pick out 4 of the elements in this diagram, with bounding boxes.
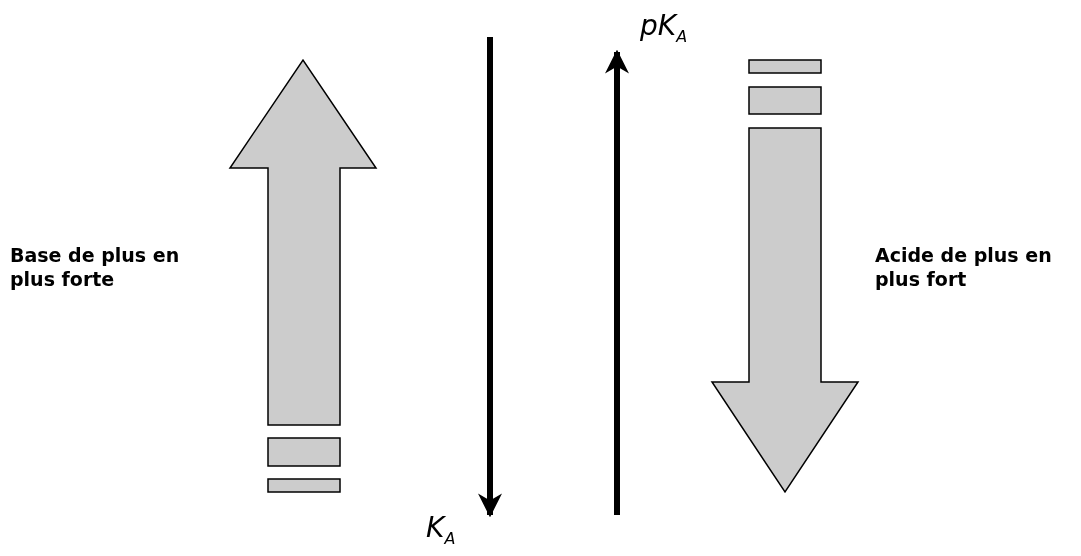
side-label: Acide de plus en plus fort [875, 243, 1053, 291]
axis-label: K$_{A}$ [426, 512, 456, 550]
axis-label: pK$_{A}$ [640, 10, 688, 48]
side-label: Base de plus en plus forte [10, 243, 181, 291]
